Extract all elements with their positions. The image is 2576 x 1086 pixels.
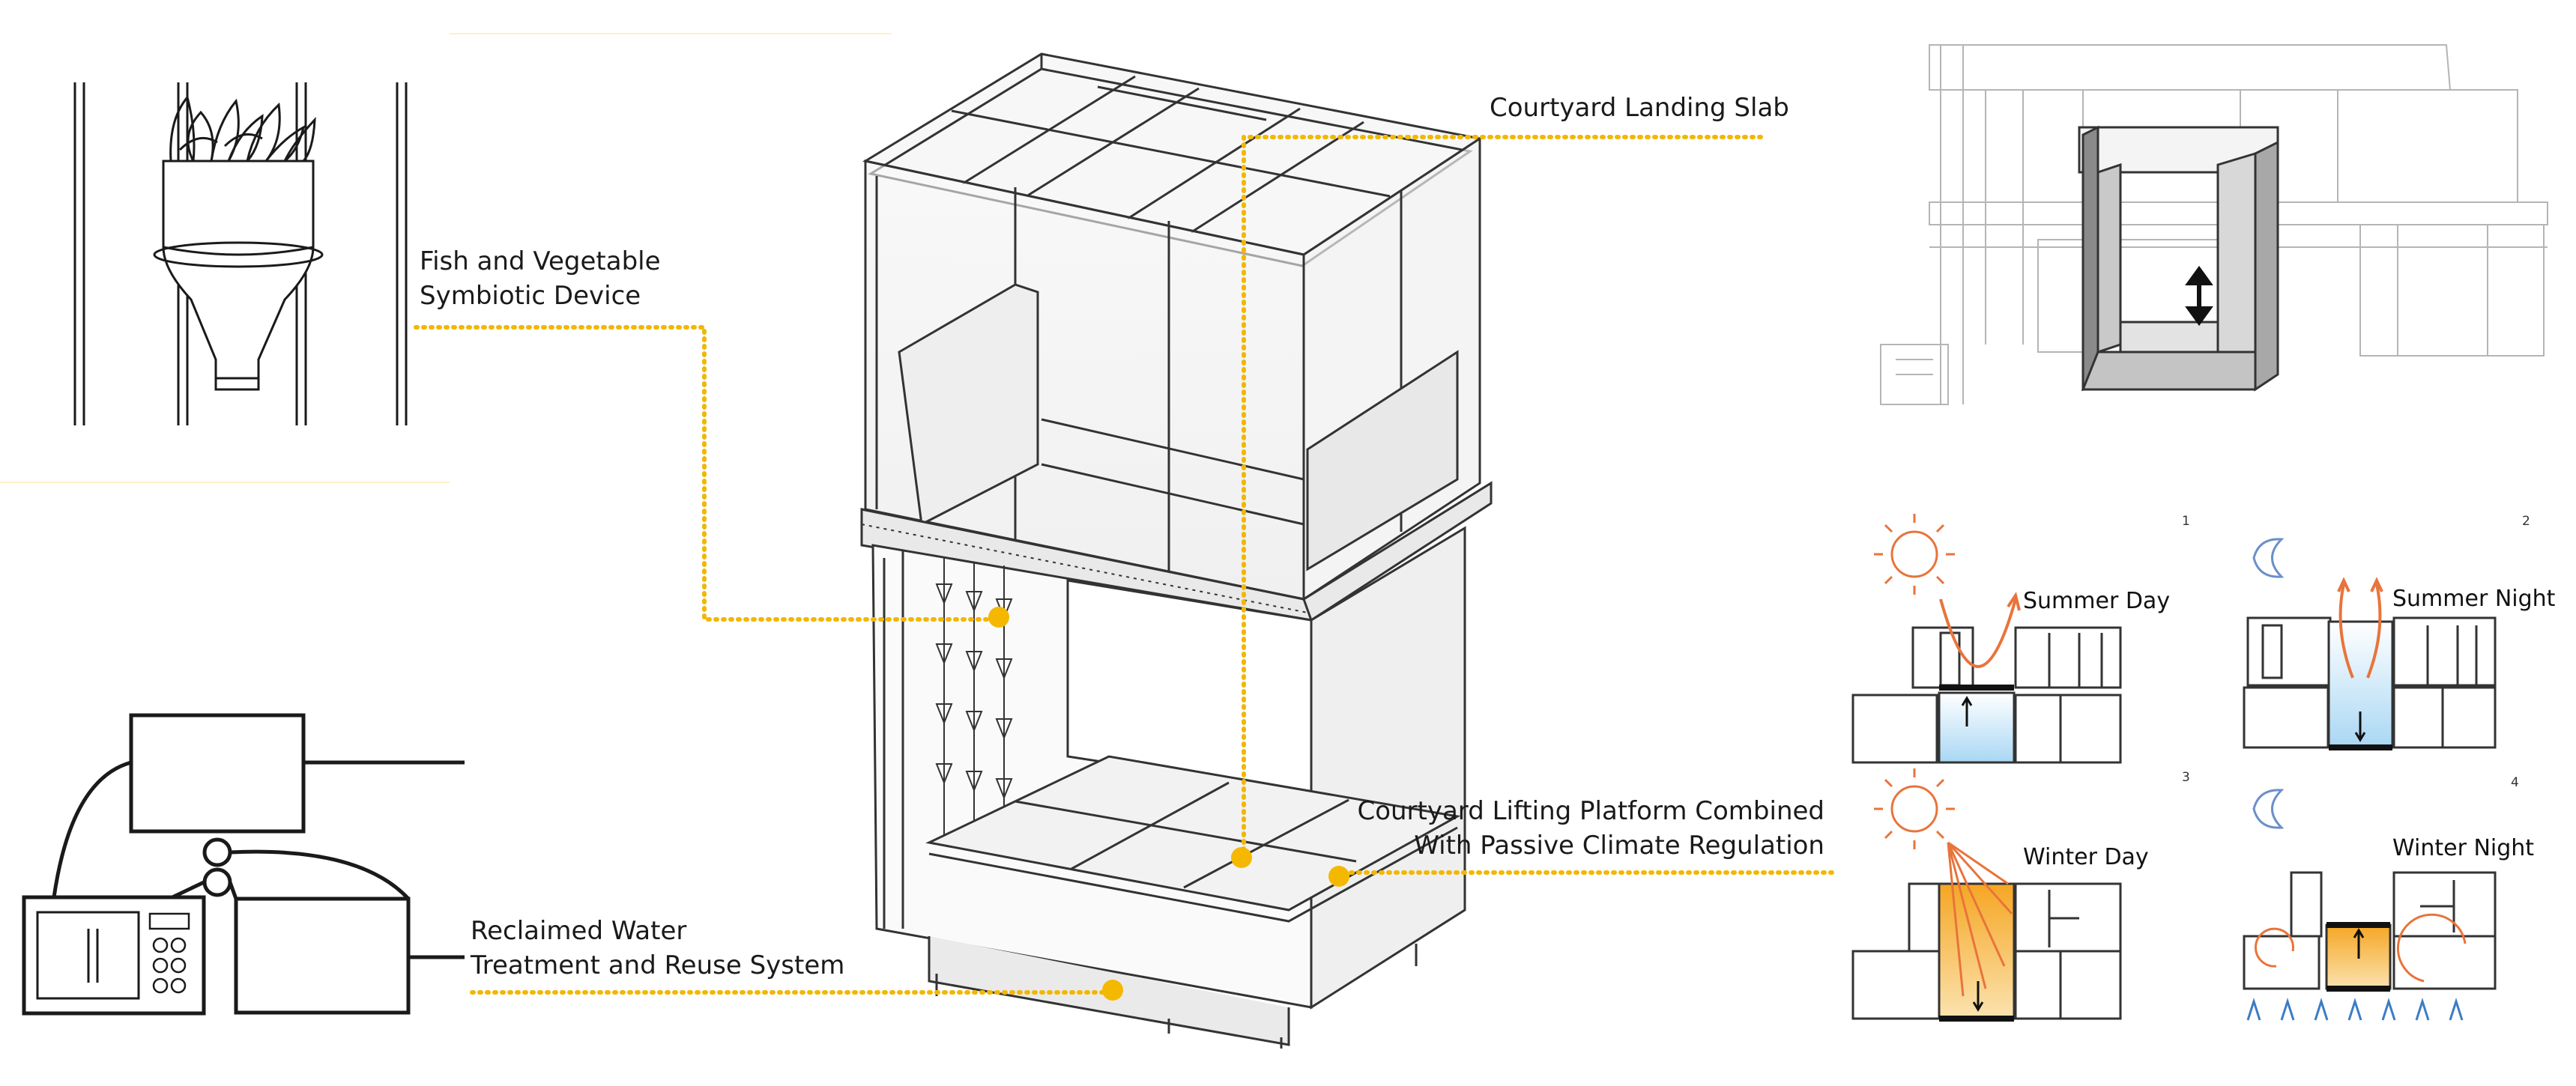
- leader-lines: [414, 135, 1834, 995]
- climate-panel-1: [1851, 514, 2122, 764]
- label-fish-device-line1: Fish and Vegetable: [420, 246, 661, 276]
- panel-number-3: 3: [2182, 770, 2190, 785]
- panel-title-4: Winter Night: [2392, 835, 2535, 861]
- courtyard-module-axon: [860, 52, 1493, 1049]
- climate-panel-2: [2243, 538, 2497, 750]
- label-landing-slab-text: Courtyard Landing Slab: [1490, 93, 1789, 123]
- leader-dot-platform: [1328, 866, 1349, 887]
- panel-title-2: Summer Night: [2392, 586, 2556, 612]
- panel-number-4: 4: [2511, 775, 2519, 790]
- label-landing-slab: Courtyard Landing Slab: [1490, 91, 1789, 125]
- moon-icon: [2252, 538, 2285, 578]
- water-equipment-detail: [22, 713, 465, 1016]
- moon-icon: [2252, 789, 2285, 829]
- panel-title-3: Winter Day: [2023, 844, 2149, 870]
- leader-dots: [988, 607, 1349, 1001]
- climate-panel-4: [2243, 789, 2497, 1021]
- label-fish-device: Fish and Vegetable Symbiotic Device: [420, 244, 661, 313]
- lifting-shaft: [2078, 125, 2279, 392]
- panel-title-1: Summer Day: [2023, 588, 2171, 614]
- climate-panel-3: [1851, 768, 2122, 1022]
- label-lifting-platform: Courtyard Lifting Platform Combined With…: [1326, 794, 1824, 863]
- label-lifting-platform-line1: Courtyard Lifting Platform Combined: [1357, 796, 1824, 826]
- leader-fish-device: [414, 325, 999, 622]
- label-lifting-platform-line2: With Passive Climate Regulation: [1414, 831, 1824, 861]
- panel-number-2: 2: [2522, 514, 2530, 529]
- sun-icon: [1874, 768, 1955, 849]
- double-arrow-icon: [2185, 265, 2213, 327]
- leader-dot-fish: [988, 607, 1009, 628]
- panel-number-1: 1: [2182, 514, 2190, 529]
- label-reclaimed-water-line1: Reclaimed Water: [471, 916, 687, 946]
- label-reclaimed-water-line2: Treatment and Reuse System: [471, 950, 845, 980]
- leader-dot-slab: [1231, 847, 1252, 868]
- label-reclaimed-water: Reclaimed Water Treatment and Reuse Syst…: [471, 914, 844, 983]
- leader-landing-slab: [1242, 135, 1763, 860]
- planter-detail: [73, 82, 408, 425]
- leader-dot-water: [1102, 980, 1123, 1001]
- sun-icon: [1874, 514, 1955, 595]
- label-fish-device-line2: Symbiotic Device: [420, 281, 641, 311]
